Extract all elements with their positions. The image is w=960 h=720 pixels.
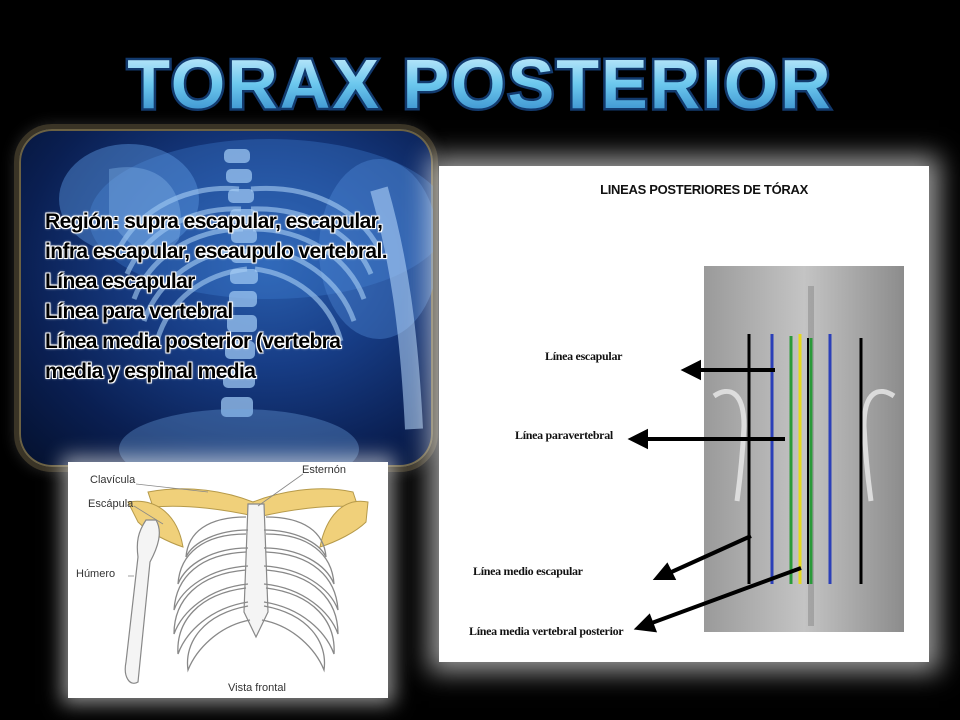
label-linea-medio-escapular: Línea medio escapular: [473, 564, 583, 578]
xray-text-line: Región: supra escapular, escapular,: [45, 210, 383, 233]
xray-image: [59, 139, 433, 467]
skeleton-illustration: [124, 473, 369, 684]
xray-text-line: media y espinal media: [45, 360, 256, 383]
posterior-lines-figure: LINEAS POSTERIORES DE TÓRAX: [439, 166, 929, 662]
label-clavicula: Clavícula: [90, 474, 136, 486]
label-linea-escapular: Línea escapular: [545, 349, 623, 363]
label-escapula: Escápula: [88, 498, 134, 510]
xray-text-line: Línea escapular: [45, 270, 195, 293]
back-photo: [704, 266, 904, 632]
xray-panel: Región: supra escapular, escapular, infr…: [14, 124, 438, 472]
title-text: TORAX POSTERIOR: [127, 45, 832, 123]
title-graphic: TORAX POSTERIOR: [125, 43, 833, 126]
label-linea-media-vertebral: Línea media vertebral posterior: [469, 624, 624, 638]
label-linea-paravertebral: Línea paravertebral: [515, 428, 613, 442]
xray-text-line: Línea para vertebral: [45, 300, 233, 323]
figure-title: LINEAS POSTERIORES DE TÓRAX: [439, 182, 929, 197]
label-esternon: Esternón: [302, 464, 347, 476]
xray-text-block: Región: supra escapular, escapular, infr…: [45, 207, 425, 387]
xray-text-line: Línea media posterior (vertebra: [45, 330, 341, 353]
label-humero: Húmero: [76, 568, 116, 580]
back-photo-diagram: [627, 266, 904, 633]
skeleton-diagram: Clavícula Esternón Escápula Húmero Vista…: [68, 462, 388, 698]
figure-title-text: LINEAS POSTERIORES DE TÓRAX: [600, 182, 808, 197]
xray-text-line: infra escapular, escaupulo vertebral.: [45, 240, 388, 263]
label-vista-frontal: Vista frontal: [228, 682, 286, 694]
slide-title: TORAX POSTERIOR: [125, 43, 833, 126]
